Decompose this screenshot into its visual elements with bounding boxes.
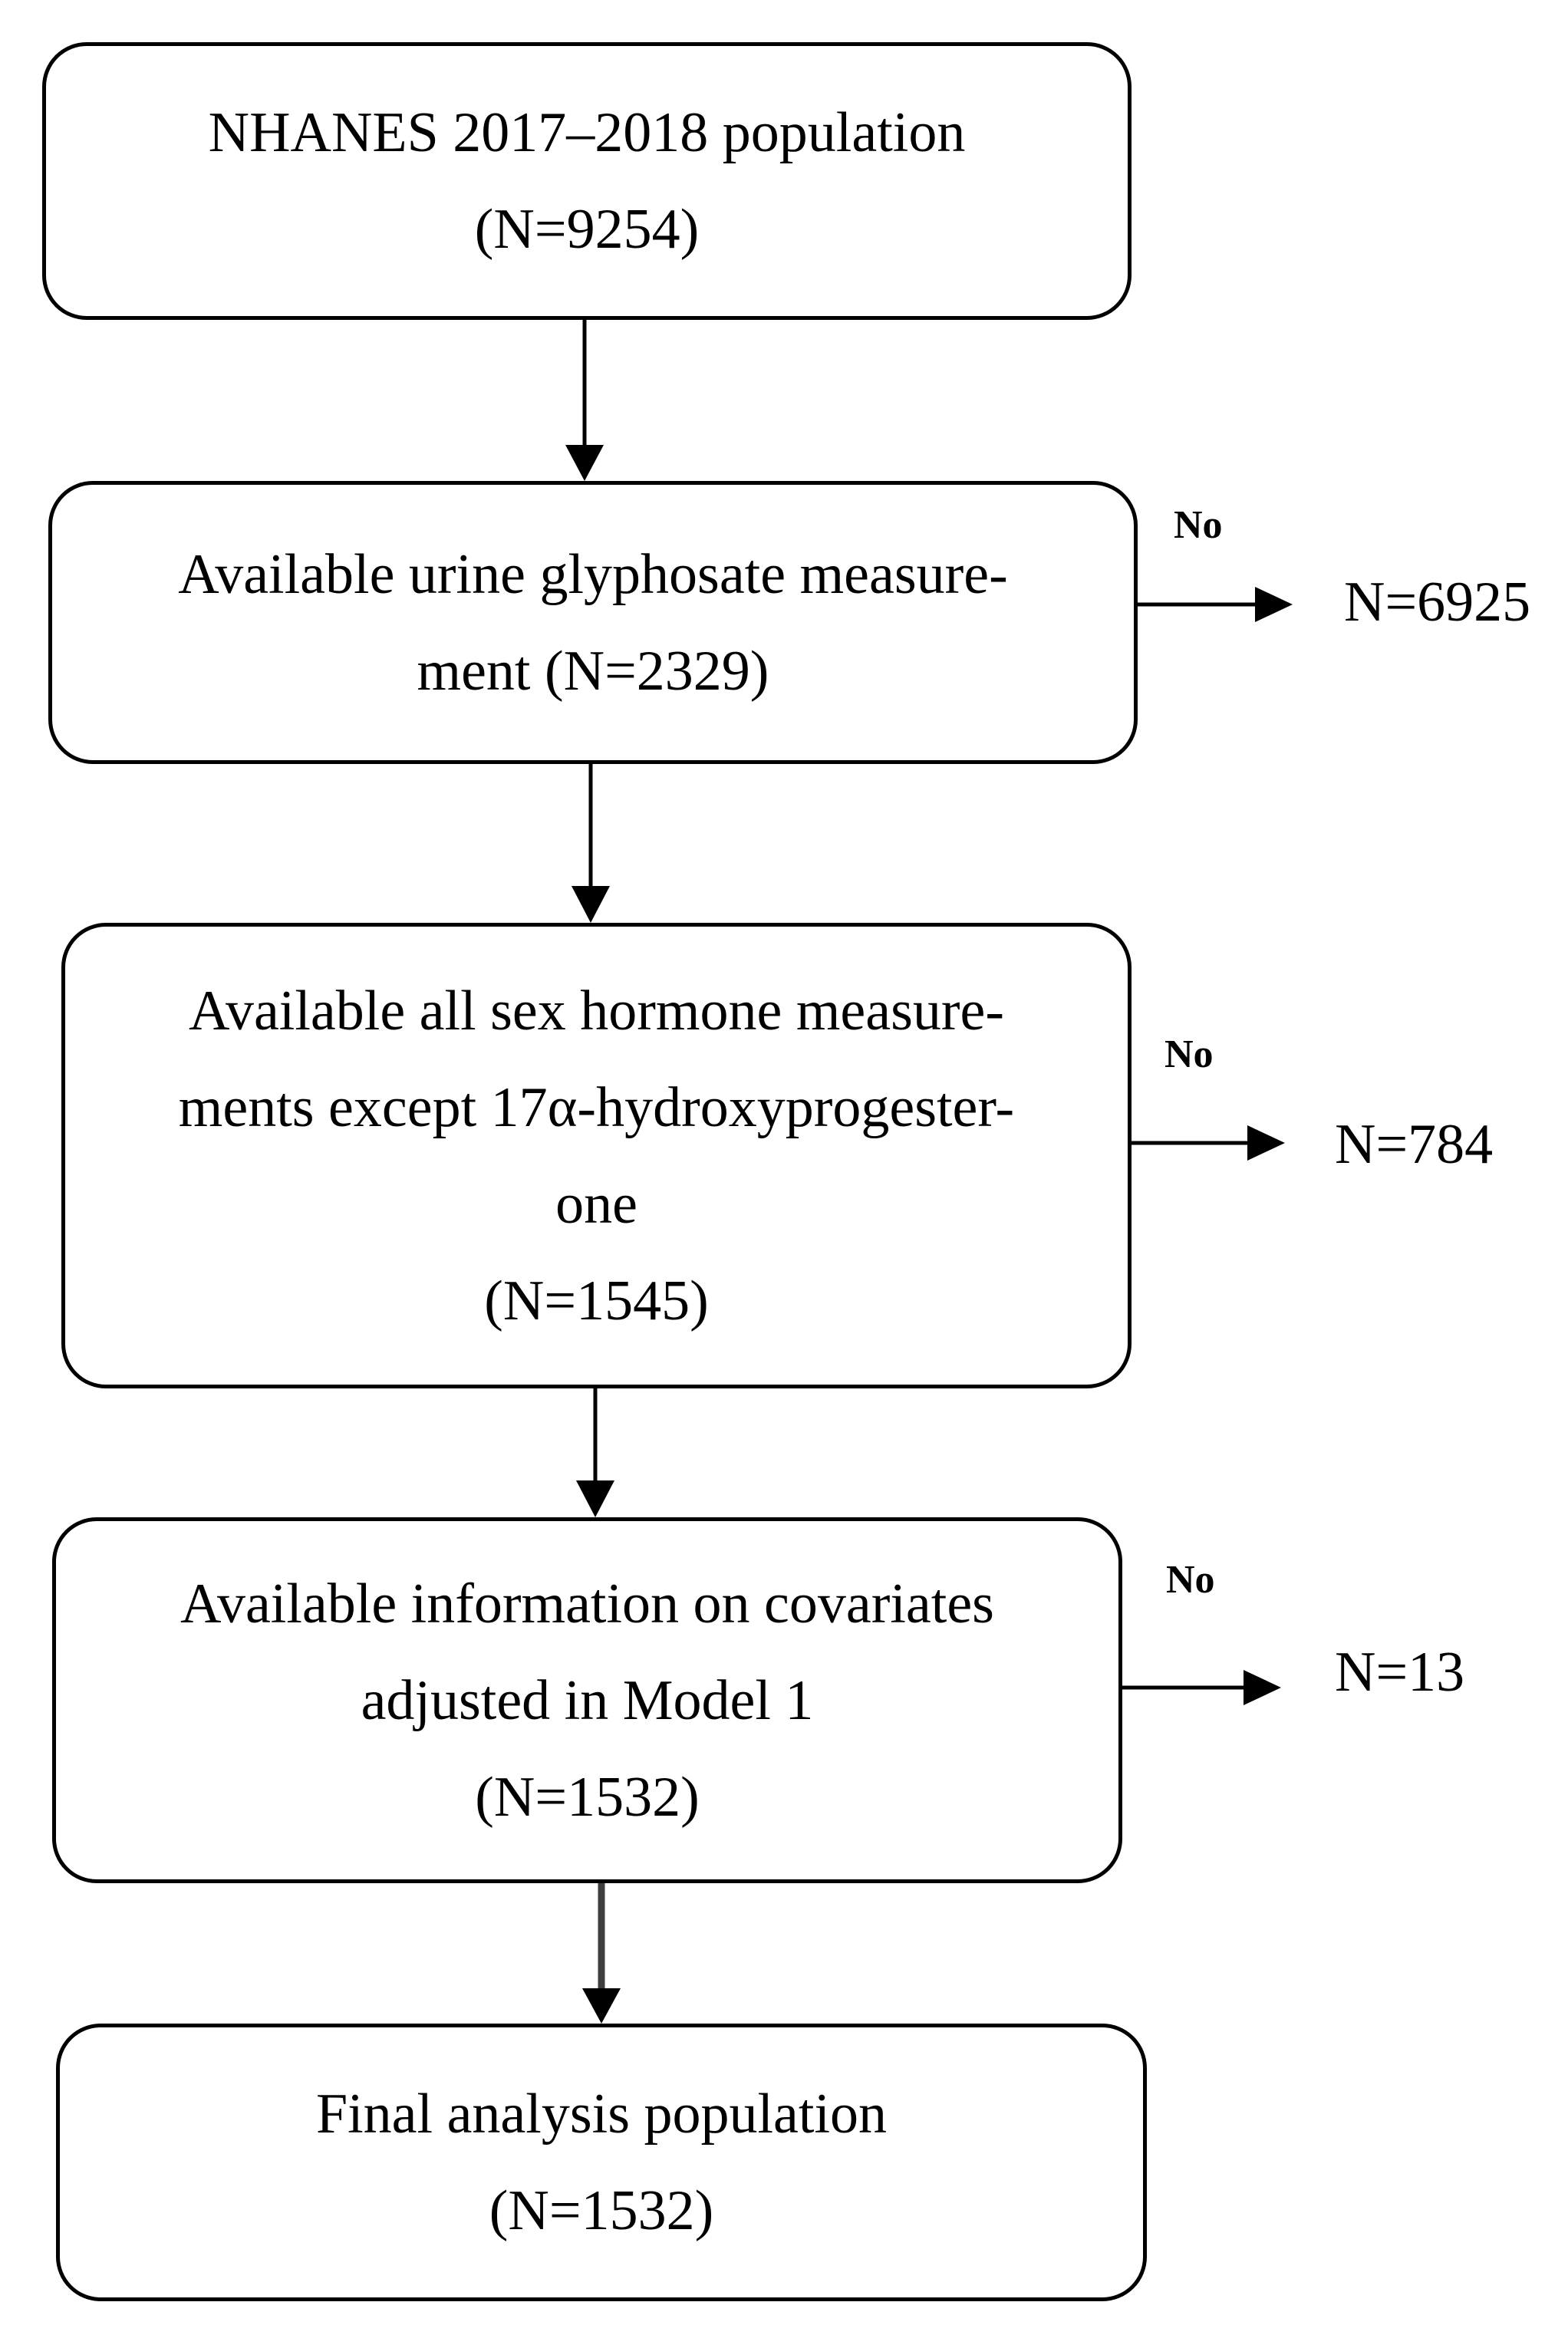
exclusion-condition-label: No: [1174, 503, 1223, 547]
excluded-count: N=13: [1335, 1641, 1465, 1704]
step-text: one: [555, 1172, 637, 1236]
step-text: adjusted in Model 1: [361, 1668, 814, 1732]
exclusion-arrow-1: [1134, 587, 1293, 622]
exclusion-condition-label: No: [1166, 1558, 1215, 1602]
exclusion-arrow-3: [1122, 1670, 1281, 1705]
down-arrow-2: [572, 764, 610, 923]
step-text: Available urine glyphosate measure-: [178, 542, 1008, 606]
step-box-nhanes-population: NHANES 2017–2018 population (N=9254): [42, 42, 1132, 320]
excluded-count: N=6925: [1344, 571, 1531, 634]
step-count: (N=1532): [475, 1765, 700, 1829]
exclusion-arrow-2: [1129, 1125, 1285, 1161]
step-box-final-population: Final analysis population (N=1532): [56, 2024, 1147, 2301]
step-text: NHANES 2017–2018 population: [208, 101, 966, 164]
step-count: ment (N=2329): [417, 639, 769, 703]
step-box-covariates: Available information on covariates adju…: [52, 1517, 1122, 1883]
down-arrow-4: [582, 1860, 621, 2024]
step-count: (N=1545): [484, 1269, 709, 1332]
step-text: Available all sex hormone measure-: [189, 979, 1004, 1042]
step-text: Final analysis population: [315, 2083, 888, 2146]
step-count: (N=9254): [474, 198, 700, 261]
step-count: (N=1532): [489, 2179, 714, 2242]
step-box-sex-hormones: Available all sex hormone measure- ments…: [61, 923, 1132, 1388]
excluded-count: N=784: [1335, 1113, 1494, 1176]
step-box-glyphosate: Available urine glyphosate measure- ment…: [48, 481, 1138, 764]
step-text: ments except 17α-hydroxyprogester-: [178, 1075, 1015, 1139]
down-arrow-1: [565, 320, 604, 481]
step-text: Available information on covariates: [180, 1572, 994, 1635]
exclusion-condition-label: No: [1164, 1032, 1214, 1076]
